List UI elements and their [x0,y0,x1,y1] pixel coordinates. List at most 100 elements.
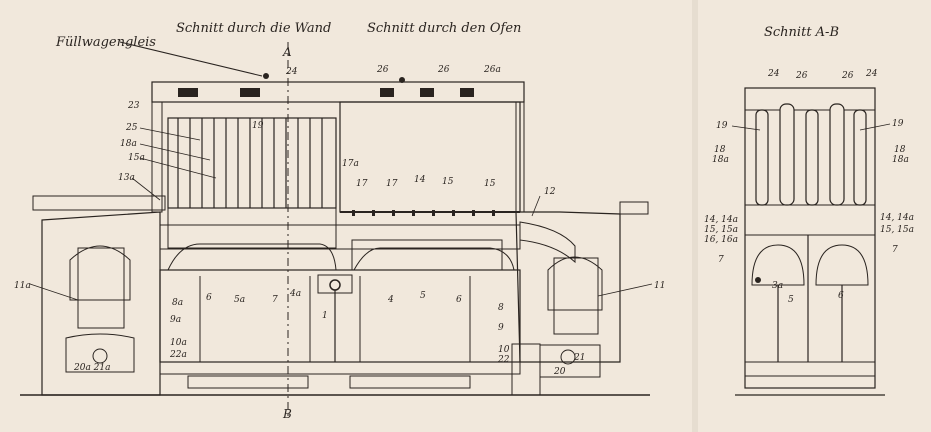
section-marker-a: A [282,45,292,59]
label-17-2: 17 [386,179,398,189]
charging-hole-1 [178,88,198,97]
label-20: 20 [553,367,566,377]
ab-label-6: 6 [838,291,844,301]
section-marker-b: B [282,407,292,421]
right-sole-arch [353,247,515,271]
label-7: 7 [272,295,278,305]
ab-label-18a-left: 18a [712,155,729,165]
foundation-footing-left [187,375,309,389]
right-regenerator-block [515,211,621,363]
label-6-left: 6 [206,293,212,303]
label-15a: 15a [128,153,145,163]
section-ab-drawing [735,87,885,396]
heading-wall-section: Schnitt durch die Wand [176,21,331,36]
heading-section-ab: Schnitt A-B [764,25,839,40]
label-25: 25 [125,123,138,133]
label-1: 1 [322,311,328,321]
fill-track-leader [119,41,263,77]
label-23: 23 [127,101,140,111]
label-4a: 4a [289,289,301,299]
ab-label-18a-right: 18a [892,155,909,165]
ab-label-15-right: 15, 15a [880,225,914,235]
label-19: 19 [252,121,264,131]
label-15-1: 15 [442,177,454,187]
label-fill-track: Füllwagengleis [55,35,156,50]
gas-valve [329,279,341,291]
leader-lines [29,123,891,301]
charging-hole-5 [460,88,474,97]
charging-hole-4 [420,88,434,97]
label-26-1: 26 [376,65,389,75]
label-24: 24 [285,67,298,77]
label-17a: 17a [342,159,359,169]
labels: Schnitt durch die Wand Schnitt durch den… [14,21,914,421]
oven-top-frame [151,81,525,103]
left-regenerator-arch [69,245,131,301]
ab-label-15-left: 15, 15a [704,225,738,235]
sole-flue-band [159,224,521,250]
charging-hole-2 [240,88,260,97]
ab-label-18-right: 18 [894,145,906,155]
left-checker-bricks [77,247,125,329]
left-sole-arch [167,243,337,271]
label-12: 12 [544,187,556,197]
left-flue-duct [92,348,108,364]
label-4: 4 [387,295,394,305]
label-26-2: 26 [437,65,450,75]
charging-hole-3 [380,88,394,97]
label-6-right: 6 [456,295,462,305]
right-regenerator-arch [547,256,603,311]
label-5a: 5a [234,295,245,305]
label-10a: 10a [170,338,187,348]
sole-flue-grid [351,239,503,271]
ab-label-7-right: 7 [892,245,898,255]
label-11a: 11a [14,281,31,291]
label-13a: 13a [118,173,135,183]
ab-label-24-left: 24 [767,69,780,79]
right-flue-duct [560,349,576,365]
ab-label-5: 5 [788,295,794,305]
label-8: 8 [498,303,504,313]
left-lower-flue [65,333,135,373]
ab-label-18-left: 18 [714,145,726,155]
right-checker-bricks [553,257,599,335]
right-ledge [619,201,649,215]
label-9: 9 [498,323,504,333]
label-17-1: 17 [356,179,368,189]
oven-left-wall [151,101,163,213]
heading-oven-section: Schnitt durch den Ofen [367,21,521,36]
floor-openings [352,210,495,216]
oven-chamber [339,101,521,213]
left-ledge [32,195,166,211]
label-20a-21a: 20a 21a [73,363,111,373]
ab-label-24-right: 24 [865,69,878,79]
label-5: 5 [420,291,426,301]
heating-flues [167,117,337,249]
ab-label-19-left: 19 [716,121,728,131]
label-8a: 8a [172,298,183,308]
ab-label-14-right: 14, 14a [880,213,914,223]
label-18a: 18a [120,139,137,149]
label-26a: 26a [483,65,501,75]
label-14: 14 [414,175,426,185]
ab-label-26-left: 26 [795,71,808,81]
label-22: 22 [497,355,510,365]
ab-label-14-left: 14, 14a [704,215,738,225]
label-15-2: 15 [484,179,496,189]
label-21: 21 [573,353,585,363]
label-11: 11 [654,281,665,291]
ab-label-3a: 3a [772,281,783,291]
right-gas-duct [519,221,576,264]
label-10: 10 [498,345,510,355]
ab-label-19-right: 19 [892,119,904,129]
foundation-footing-right [349,375,471,389]
ab-label-16-left: 16, 16a [704,235,738,245]
ab-label-26-right: 26 [841,71,854,81]
ab-label-7-left: 7 [718,255,724,265]
main-section-drawing [20,41,650,420]
foundation-slab [159,361,521,375]
label-9a: 9a [170,315,181,325]
label-22a: 22a [169,350,187,360]
